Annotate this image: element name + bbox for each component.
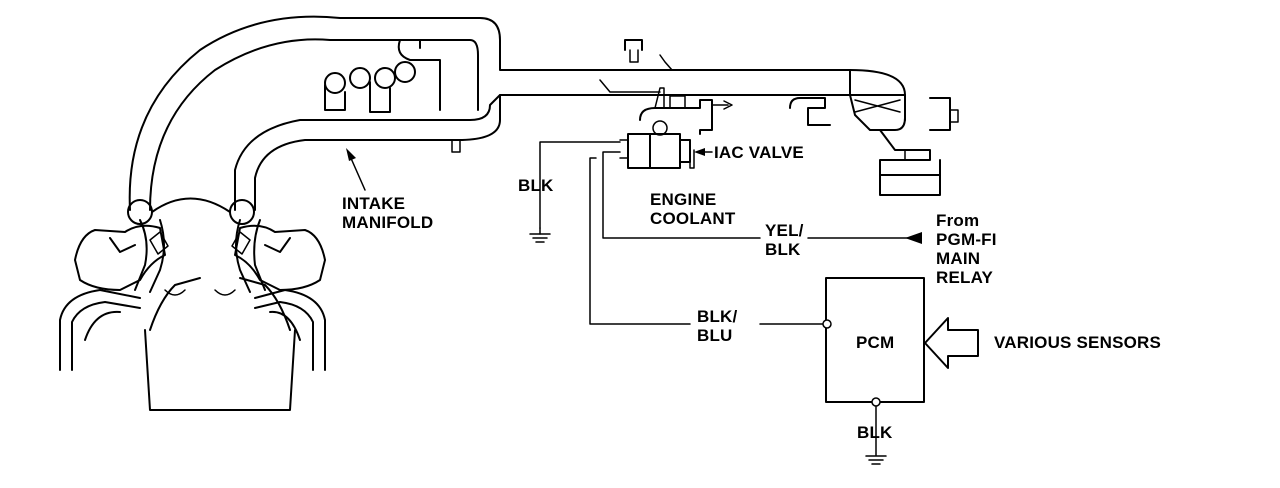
intake-manifold-label: INTAKE MANIFOLD: [342, 194, 434, 232]
ground-symbol-iac: [529, 233, 551, 243]
various-sensors-arrow-icon: [924, 317, 979, 369]
blk-blu-wire-label: BLK/ BLU: [697, 307, 738, 345]
pgm-fi-arrow-icon: [905, 232, 922, 244]
intake-manifold-tubes: [127, 15, 906, 225]
iac-valve-arrow-icon: [694, 148, 705, 156]
iac-valve-assembly: [619, 87, 733, 169]
blk-ground-label: BLK: [518, 176, 554, 195]
various-sensors-label: VARIOUS SENSORS: [994, 333, 1162, 352]
yel-blk-wire-label: YEL/ BLK: [765, 221, 804, 259]
throttle-body-air-cleaner: [599, 39, 959, 196]
intake-manifold-arrow-icon: [346, 148, 356, 161]
wiring: [539, 141, 916, 325]
pcm-label: PCM: [856, 333, 895, 352]
engine-block: [59, 219, 326, 411]
pcm-connector-bottom: [871, 397, 881, 407]
engine-coolant-label: ENGINE COOLANT: [650, 190, 736, 228]
ground-symbol-pcm: [865, 403, 887, 465]
iac-valve-label: IAC VALVE: [714, 143, 804, 162]
pcm-connector-left: [822, 319, 832, 329]
from-pgm-fi-main-relay-label: From PGM-FI MAIN RELAY: [936, 211, 997, 287]
blk-pcm-ground-label: BLK: [857, 423, 893, 442]
